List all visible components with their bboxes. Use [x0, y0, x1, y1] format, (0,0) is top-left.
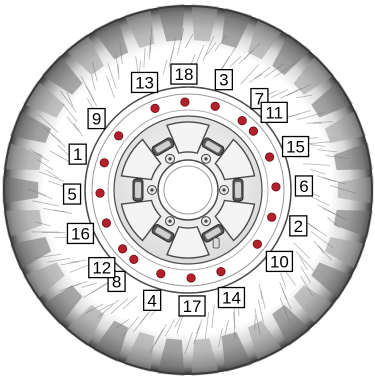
- bolt-15: [265, 153, 273, 161]
- label-number: 6: [299, 177, 308, 196]
- spoke-slot: [133, 179, 143, 201]
- sequence-label-5: 5: [64, 184, 81, 204]
- bolt-9: [114, 132, 122, 140]
- label-number: 17: [183, 297, 202, 316]
- bolt-5: [96, 189, 104, 197]
- sequence-label-11: 11: [261, 102, 287, 122]
- lug-nut-center: [168, 220, 171, 223]
- center-cap: [164, 166, 212, 214]
- label-number: 1: [73, 145, 82, 164]
- lug-nut-center: [150, 188, 153, 191]
- bolt-16: [102, 219, 110, 227]
- bolt-2: [267, 213, 275, 221]
- sequence-label-2: 2: [290, 216, 307, 236]
- label-number: 11: [265, 103, 283, 122]
- label-number: 15: [286, 138, 305, 157]
- label-number: 5: [67, 185, 76, 204]
- label-number: 2: [294, 217, 303, 236]
- sequence-label-16: 16: [67, 223, 93, 243]
- bolt-8: [130, 255, 138, 263]
- sequence-label-4: 4: [144, 290, 161, 310]
- rim: [85, 87, 291, 293]
- bolt-13: [151, 104, 159, 112]
- label-number: 9: [92, 110, 101, 129]
- bolt-11: [249, 127, 257, 135]
- bolt-14: [217, 267, 225, 275]
- lug-nut-center: [222, 188, 225, 191]
- sequence-label-3: 3: [215, 70, 232, 90]
- lug-nut-center: [204, 157, 207, 160]
- bolt-6: [272, 183, 280, 191]
- label-number: 13: [135, 73, 154, 92]
- sequence-label-10: 10: [266, 251, 292, 271]
- label-number: 14: [222, 289, 241, 308]
- bolt-10: [253, 240, 261, 248]
- label-number: 4: [147, 291, 156, 310]
- bolt-1: [100, 159, 108, 167]
- sequence-label-1: 1: [69, 144, 86, 164]
- bolt-12: [118, 245, 126, 253]
- valve-stem: [213, 238, 219, 248]
- sequence-label-9: 9: [88, 109, 105, 129]
- label-number: 12: [92, 259, 111, 278]
- sequence-label-13: 13: [132, 72, 158, 92]
- sequence-label-6: 6: [295, 176, 312, 196]
- bolt-3: [211, 102, 219, 110]
- lug-nut-center: [204, 220, 207, 223]
- bolt-17: [187, 274, 195, 282]
- sequence-label-17: 17: [179, 296, 205, 316]
- sequence-label-14: 14: [218, 288, 244, 308]
- label-number: 16: [71, 224, 90, 243]
- bolt-18: [181, 98, 189, 106]
- sequence-label-12: 12: [89, 258, 115, 278]
- label-number: 3: [219, 71, 228, 90]
- bolt-7: [238, 116, 246, 124]
- sequence-label-15: 15: [283, 137, 309, 157]
- spoke-slot: [233, 179, 243, 201]
- label-number: 18: [174, 65, 193, 84]
- sequence-label-18: 18: [171, 64, 197, 84]
- lug-nut-center: [168, 157, 171, 160]
- bolt-4: [157, 269, 165, 277]
- label-number: 10: [270, 252, 289, 271]
